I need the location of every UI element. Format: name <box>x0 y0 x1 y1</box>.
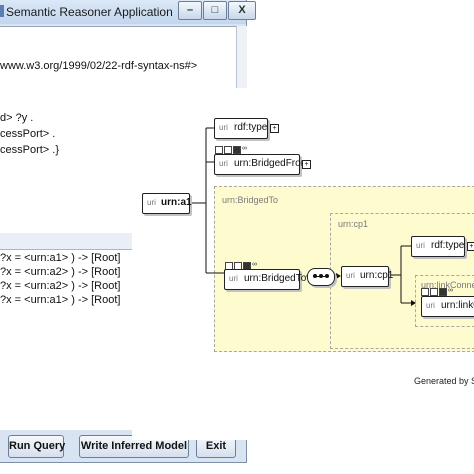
app-icon <box>0 5 4 17</box>
sequence-compositor-icon[interactable] <box>307 268 335 286</box>
window-title: Semantic Reasoner Application <box>6 5 173 19</box>
node-prefix: uri <box>219 123 228 132</box>
run-query-button[interactable]: Run Query <box>8 435 65 458</box>
infinity-icon: ∞ <box>242 145 247 152</box>
query-line: cessPort> .} <box>0 144 60 156</box>
flag-icon <box>439 288 447 296</box>
node-prefix: uri <box>426 301 435 310</box>
node-flags: ∞ <box>421 287 461 296</box>
node-prefix: uri <box>416 241 425 250</box>
close-button[interactable]: X <box>228 1 256 20</box>
flag-icon <box>215 146 223 154</box>
node-prefix: uri <box>147 198 156 207</box>
expand-icon[interactable]: + <box>467 242 474 251</box>
node-name: urn:a1 <box>161 197 192 208</box>
maximize-button[interactable]: □ <box>203 1 227 20</box>
write-inferred-model-button[interactable]: Write Inferred Model <box>79 435 189 458</box>
node-bridged-to[interactable]: uri urn:BridgedTo <box>224 269 306 290</box>
result-line: ?x = <urn:a2> ) -> [Root] <box>0 280 121 292</box>
node-urn-link[interactable]: uri urn:link0 <box>421 296 474 317</box>
result-line: ?x = <urn:a1> ) -> [Root] <box>0 294 121 306</box>
expand-icon[interactable]: + <box>302 160 311 169</box>
node-flags: ∞ <box>215 145 255 154</box>
query-line: d> ?y . <box>0 112 34 124</box>
infinity-icon: ∞ <box>448 287 453 294</box>
node-prefix: uri <box>346 271 355 280</box>
title-bar: Semantic Reasoner Application – □ X <box>0 0 256 24</box>
query-line: www.w3.org/1999/02/22-rdf-syntax-ns#> <box>0 60 198 72</box>
generated-by-footer: Generated by S <box>414 376 474 386</box>
group-label: urn:BridgedTo <box>222 195 279 205</box>
group-label: urn:cp1 <box>338 219 369 229</box>
node-urn-a1[interactable]: uri urn:a1 <box>142 193 192 214</box>
minimize-button[interactable]: – <box>178 1 202 20</box>
result-line: ?x = <urn:a1> ) -> [Root] <box>0 252 121 264</box>
node-prefix: uri <box>229 274 238 283</box>
flag-icon <box>224 146 232 154</box>
flag-icon <box>430 288 438 296</box>
node-name: urn:cp1 <box>360 270 394 281</box>
node-name: urn:BridgedFrom <box>234 158 310 169</box>
group-link-connect <box>415 275 474 327</box>
node-name: urn:link0 <box>441 300 474 311</box>
node-name: rdf:type <box>431 240 465 251</box>
flag-icon <box>421 288 429 296</box>
expand-icon[interactable]: + <box>270 124 279 133</box>
result-line: ?x = <urn:a2> ) -> [Root] <box>0 266 121 278</box>
node-rdf-type-2[interactable]: uri rdf:type + <box>411 236 474 257</box>
node-rdf-type[interactable]: uri rdf:type + <box>214 118 279 139</box>
infinity-icon: ∞ <box>252 261 257 268</box>
node-prefix: uri <box>219 159 228 168</box>
node-bridged-from[interactable]: uri urn:BridgedFrom + <box>214 154 311 175</box>
exit-button[interactable]: Exit <box>196 435 236 458</box>
flag-icon <box>233 146 241 154</box>
node-urn-cp1[interactable]: uri urn:cp1 <box>341 266 393 287</box>
query-line: cessPort> . <box>0 128 56 140</box>
node-name: rdf:type <box>234 122 268 133</box>
node-name: urn:BridgedTo <box>244 273 307 284</box>
group-label: urn:linkConne <box>421 280 474 290</box>
